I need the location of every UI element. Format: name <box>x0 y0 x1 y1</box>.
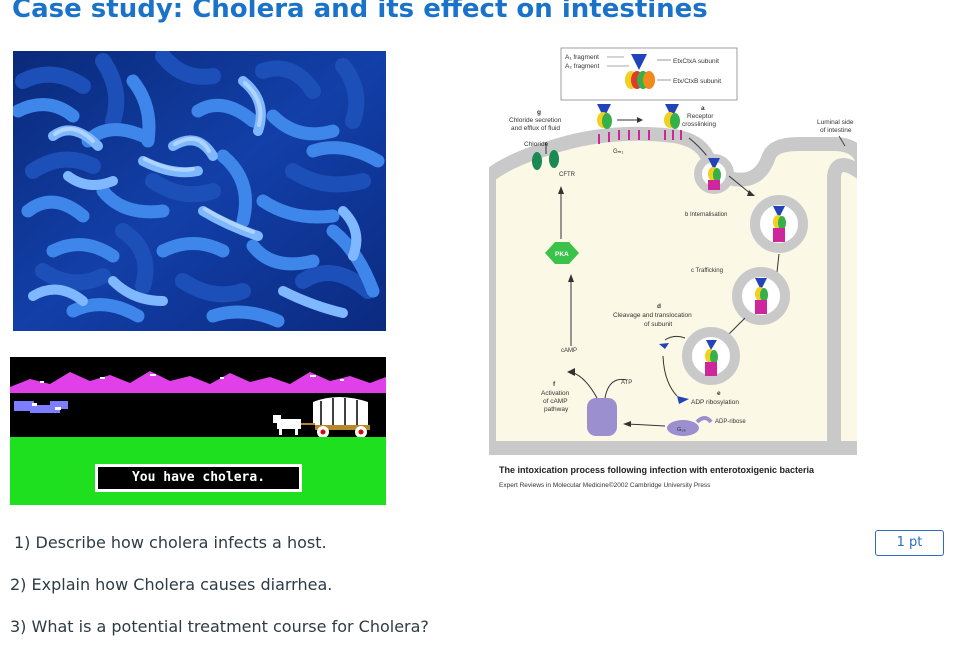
game-message: You have cholera. <box>95 464 302 492</box>
label-g: g <box>537 109 541 116</box>
label-d: d <box>657 303 661 310</box>
label-a1-fragment: A₁ fragment <box>565 54 599 61</box>
label-adp-ribosylation: ADP ribosylation <box>691 399 739 406</box>
label-atp: ATP <box>621 380 632 386</box>
label-adp-ribose: ADP-ribose <box>715 419 746 425</box>
label-internalisation: b Internalisation <box>685 212 727 218</box>
page-title: Case study: Cholera and its effect on in… <box>12 0 708 24</box>
label-a2-fragment: A₂ fragment <box>565 63 600 70</box>
label-of-intestine: of intestine <box>820 127 852 134</box>
points-badge: 1 pt <box>875 530 944 556</box>
label-camp: cAMP <box>561 348 577 354</box>
label-efflux: and efflux of fluid <box>511 125 560 132</box>
label-luminal-side: Luminal side <box>817 119 854 126</box>
label-gm1: Gₘ₁ <box>613 149 623 155</box>
label-a: a <box>701 105 705 112</box>
label-of-camp: of cAMP <box>543 398 568 405</box>
label-etxb: Etx/CtxB subunit <box>673 78 721 85</box>
question-2: 2) Explain how Cholera causes diarrhea. <box>10 575 333 594</box>
label-pka: PKA <box>555 251 569 258</box>
label-cleavage: Cleavage and translocation <box>613 312 692 319</box>
label-chloride-secretion: Chloride secretion <box>509 117 562 124</box>
diagram-caption: The intoxication process following infec… <box>499 465 815 475</box>
question-3: 3) What is a potential treatment course … <box>10 617 429 636</box>
diagram-credit: Expert Reviews in Molecular Medicine©200… <box>499 481 711 489</box>
label-activation: Activation <box>541 390 570 397</box>
label-chloride: Chloride <box>524 141 549 148</box>
label-crosslinking: crosslinking <box>682 121 716 128</box>
cholera-bacteria-image <box>13 51 386 331</box>
game-screenshot: You have cholera. <box>10 357 386 505</box>
label-gsa: Gₛₐ <box>677 427 686 433</box>
label-e: e <box>717 390 721 397</box>
label-cftr: CFTR <box>559 172 576 178</box>
label-f: f <box>553 381 556 388</box>
label-etxa: EtxCtxA subunit <box>673 58 719 65</box>
question-1: 1) Describe how cholera infects a host. <box>14 533 327 552</box>
label-receptor: Receptor <box>687 113 714 120</box>
label-trafficking: c Trafficking <box>691 268 723 274</box>
toxin-pathway-diagram: A₁ fragment A₂ fragment EtxCtxA subunit … <box>482 46 872 494</box>
label-pathway: pathway <box>544 406 569 413</box>
label-of-subunit: of subunit <box>644 321 672 328</box>
